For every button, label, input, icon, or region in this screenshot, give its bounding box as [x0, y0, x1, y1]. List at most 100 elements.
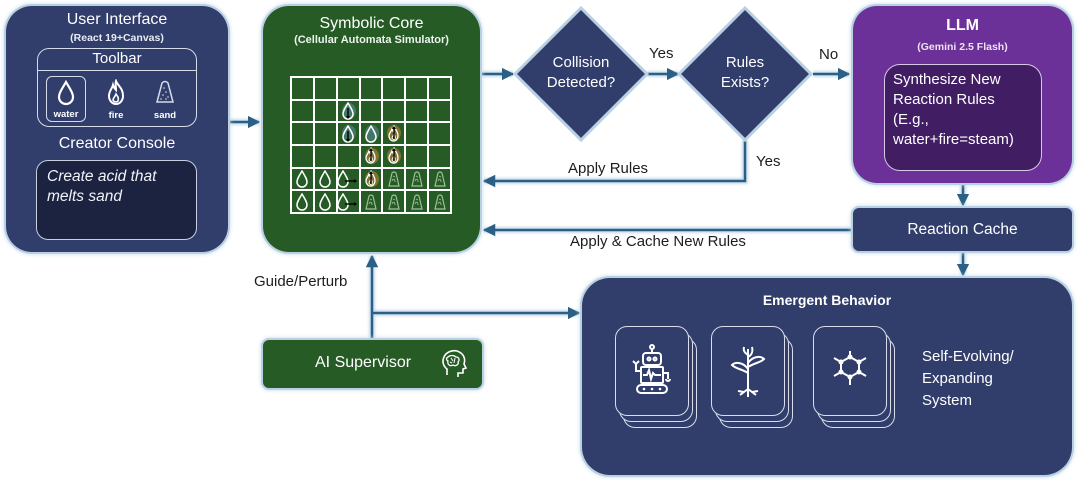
tool-fire[interactable]: fire	[96, 76, 136, 122]
decision-line: Detected?	[546, 74, 616, 91]
automata-grid[interactable]	[290, 76, 452, 214]
fire-particle-icon	[388, 147, 399, 164]
label-apply-cache: Apply & Cache New Rules	[570, 233, 746, 250]
tool-water[interactable]: water	[46, 76, 86, 122]
grid-cell-empty[interactable]	[292, 145, 313, 167]
water-particle-icon	[296, 192, 309, 211]
grid-cell-empty[interactable]	[406, 123, 428, 144]
label-rules-no: No	[819, 46, 839, 63]
sand-particle-icon	[410, 171, 423, 187]
water-particle-icon	[342, 101, 354, 120]
grid-cell-empty[interactable]	[314, 145, 336, 167]
label-guide-perturb: Guide/Perturb	[254, 273, 348, 290]
grid-cell-empty[interactable]	[314, 123, 336, 144]
grid-cell-empty[interactable]	[406, 100, 428, 122]
grid-cell-water[interactable]	[360, 123, 382, 144]
decision-line: Exists?	[720, 74, 770, 91]
emergent-card-robot	[615, 326, 697, 428]
grid-cell-empty[interactable]	[292, 100, 313, 122]
emergent-behavior-panel: Emergent Behavior	[582, 278, 1072, 475]
molecule-network-icon	[833, 351, 867, 385]
grid-cell-water[interactable]	[337, 100, 359, 122]
sand-pile-icon	[156, 80, 174, 103]
grid-cell-water[interactable]	[337, 123, 359, 144]
decision-rules-exist	[676, 5, 814, 143]
grid-cell-empty[interactable]	[429, 123, 450, 144]
grid-cell-water[interactable]	[314, 168, 336, 190]
decision-line: Collision	[552, 54, 610, 71]
grid-cell-empty[interactable]	[406, 78, 428, 99]
grid-cell-fire[interactable]	[360, 168, 382, 190]
grid-cell-water[interactable]	[292, 191, 313, 212]
water-particle-icon	[337, 169, 358, 188]
card-layer	[711, 326, 785, 416]
grid-cell-fire[interactable]	[383, 145, 405, 167]
card-layer	[813, 326, 887, 416]
emergent-description: Self-Evolving/ Expanding System	[922, 346, 1014, 412]
water-particle-icon	[342, 124, 354, 143]
label-collision-yes: Yes	[649, 45, 674, 62]
grid-cell-sand[interactable]	[406, 168, 428, 190]
grid-cell-sand[interactable]	[406, 191, 428, 212]
grid-cell-fire[interactable]	[360, 145, 382, 167]
llm-task-line: Synthesize New	[893, 71, 1001, 88]
user-interface-panel: User Interface (React 19+Canvas) Toolbar…	[6, 6, 228, 252]
sand-particle-icon	[365, 194, 377, 210]
core-subtitle: (Cellular Automata Simulator)	[294, 34, 449, 46]
llm-task-line: (E.g.,	[893, 111, 929, 128]
grid-cell-empty[interactable]	[314, 78, 336, 99]
grid-cell-empty[interactable]	[360, 78, 382, 99]
emergent-card-plant	[711, 326, 793, 428]
label-apply-rules: Apply Rules	[568, 160, 649, 177]
grid-cell-empty[interactable]	[292, 78, 313, 99]
toolbar-divider	[38, 70, 196, 71]
grid-cell-empty[interactable]	[429, 145, 450, 167]
grid-cell-empty[interactable]	[383, 100, 405, 122]
llm-subtitle: (Gemini 2.5 Flash)	[917, 41, 1008, 53]
fire-particle-icon	[365, 147, 376, 164]
grid-cell-empty[interactable]	[429, 100, 450, 122]
grid-cell-empty[interactable]	[360, 100, 382, 122]
grid-cell-water[interactable]	[337, 191, 359, 212]
emergent-desc-line: Self-Evolving/	[922, 348, 1014, 365]
brain-head-icon	[442, 349, 468, 377]
ui-subtitle: (React 19+Canvas)	[70, 32, 164, 44]
grid-cell-water[interactable]	[337, 168, 359, 190]
core-title: Symbolic Core	[319, 15, 424, 32]
card-layer	[615, 326, 689, 416]
decision-line: Rules	[725, 54, 765, 71]
console-title: Creator Console	[58, 135, 176, 152]
ui-title: User Interface	[66, 11, 168, 28]
grid-cell-sand[interactable]	[383, 191, 405, 212]
toolbar: Toolbar water fire sand	[37, 48, 197, 127]
water-particle-icon	[365, 124, 377, 143]
tool-label: fire	[108, 110, 124, 121]
robot-icon	[632, 344, 671, 394]
toolbar-title: Toolbar	[92, 50, 142, 67]
decision-collision-label: Collision Detected?	[531, 53, 631, 93]
grid-cell-sand[interactable]	[429, 191, 450, 212]
decision-collision	[512, 5, 650, 143]
grid-cell-empty[interactable]	[314, 100, 336, 122]
water-particle-icon	[337, 192, 358, 211]
grid-cell-sand[interactable]	[360, 191, 382, 212]
grid-cell-sand[interactable]	[383, 168, 405, 190]
tool-sand[interactable]: sand	[145, 76, 185, 122]
grid-cell-sand[interactable]	[429, 168, 450, 190]
grid-cell-empty[interactable]	[337, 78, 359, 99]
grid-cell-empty[interactable]	[406, 145, 428, 167]
tool-label: sand	[153, 110, 177, 121]
grid-cell-water[interactable]	[292, 168, 313, 190]
sand-particle-icon	[433, 194, 446, 210]
grid-cell-empty[interactable]	[429, 78, 450, 99]
grid-cell-empty[interactable]	[383, 78, 405, 99]
grid-cell-fire[interactable]	[383, 123, 405, 144]
grid-cell-empty[interactable]	[292, 123, 313, 144]
water-particle-icon	[296, 169, 309, 188]
creator-console-input[interactable]: Create acid that melts sand	[36, 160, 197, 240]
emergent-card-network	[813, 326, 895, 428]
grid-cell-empty[interactable]	[337, 145, 359, 167]
grid-cell-water[interactable]	[314, 191, 336, 212]
emergent-desc-line: Expanding	[922, 370, 993, 387]
emergent-desc-line: System	[922, 392, 973, 409]
